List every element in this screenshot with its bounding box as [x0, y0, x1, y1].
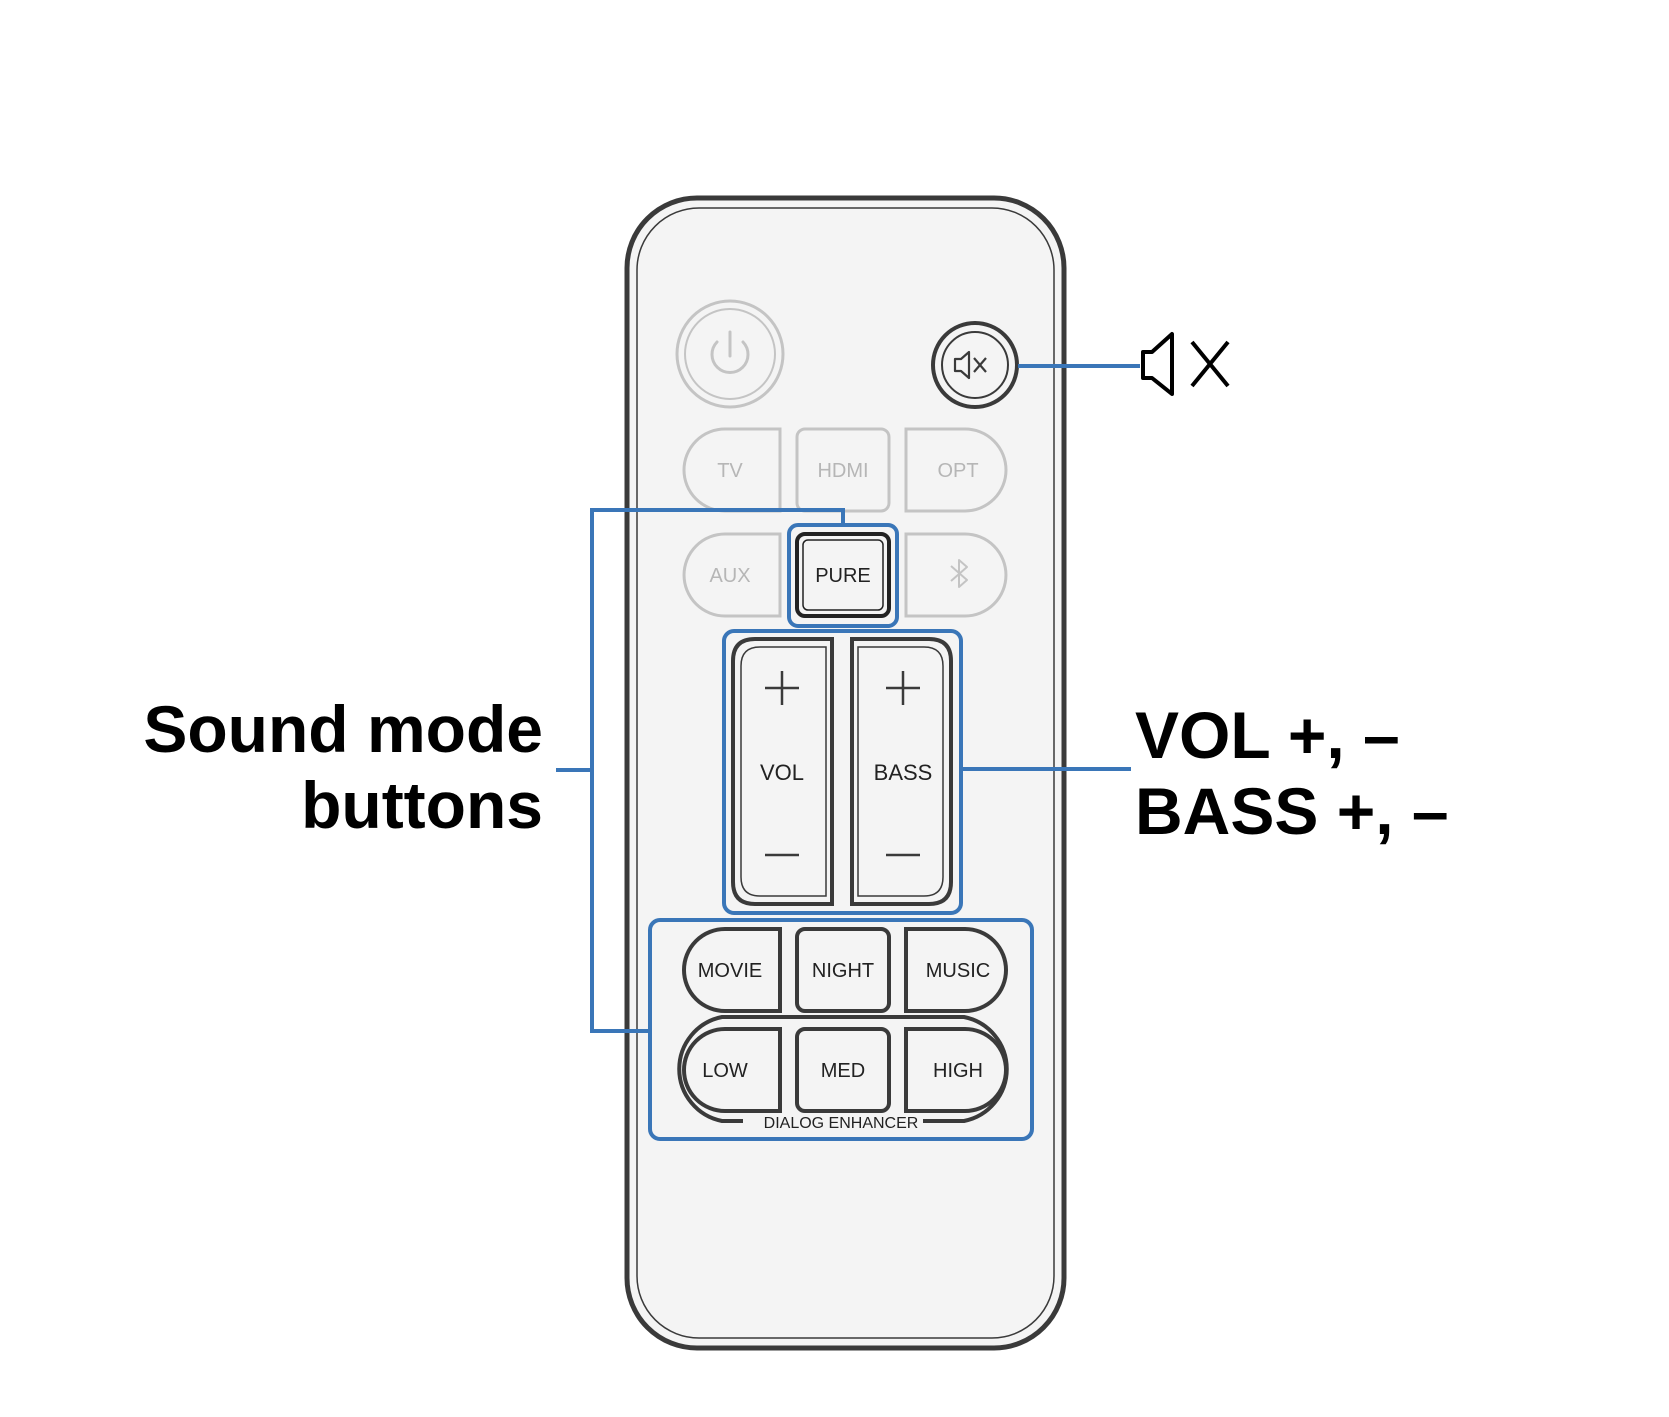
med-label: MED	[821, 1060, 865, 1082]
music-button[interactable]: MUSIC	[904, 927, 1008, 1013]
bluetooth-button[interactable]	[904, 532, 1008, 618]
mute-callout	[1018, 332, 1230, 396]
input-row-2: AUX PURE	[682, 532, 1008, 618]
low-button[interactable]: LOW	[682, 1027, 782, 1113]
bluetooth-icon	[950, 559, 968, 588]
night-button[interactable]: NIGHT	[795, 927, 891, 1013]
night-label: NIGHT	[812, 960, 874, 982]
mute-button[interactable]	[931, 321, 1019, 409]
mute-callout-icon	[1141, 332, 1230, 396]
dialog-enhancer-label: DIALOG ENHANCER	[764, 1115, 919, 1132]
hdmi-label: HDMI	[817, 460, 868, 482]
power-icon	[710, 330, 750, 374]
opt-label: OPT	[937, 460, 978, 482]
vol-bass-highlight	[722, 629, 963, 915]
aux-label: AUX	[709, 565, 750, 587]
dialog-enhancer-frame	[677, 1015, 1009, 1123]
aux-button[interactable]: AUX	[682, 532, 782, 618]
high-button[interactable]: HIGH	[904, 1027, 1008, 1113]
med-button[interactable]: MED	[795, 1027, 891, 1113]
pure-label: PURE	[815, 565, 871, 587]
mute-icon	[953, 350, 987, 380]
input-row-1: TV HDMI OPT	[682, 427, 1008, 513]
pure-button[interactable]: PURE	[795, 532, 891, 618]
vol-plus-icon[interactable]	[765, 671, 799, 705]
highlight-boxes	[648, 523, 1034, 1141]
sound-mode-callout-line2: buttons	[301, 768, 543, 842]
opt-button[interactable]: OPT	[904, 427, 1008, 513]
tv-label: TV	[717, 460, 743, 482]
high-label: HIGH	[933, 1060, 983, 1082]
vol-callout-line1: VOL +, –	[1135, 698, 1400, 772]
hdmi-button[interactable]: HDMI	[795, 427, 891, 513]
vol-label: VOL	[760, 760, 804, 785]
bass-plus-icon[interactable]	[886, 671, 920, 705]
tv-button[interactable]: TV	[682, 427, 782, 513]
sound-mode-callout-line1: Sound mode	[143, 692, 543, 766]
movie-button[interactable]: MOVIE	[682, 927, 782, 1013]
sound-mode-bracket	[556, 508, 845, 1033]
music-label: MUSIC	[926, 960, 990, 982]
bass-label: BASS	[874, 760, 933, 785]
vol-rocker[interactable]: VOL	[731, 637, 834, 906]
movie-label: MOVIE	[698, 960, 762, 982]
bass-rocker[interactable]: BASS	[850, 637, 953, 906]
power-button[interactable]	[675, 299, 785, 409]
low-label: LOW	[702, 1060, 748, 1082]
sound-mode-row: MOVIE NIGHT MUSIC	[682, 927, 1008, 1013]
dialog-enhancer-group: DIALOG ENHANCER LOW MED HIGH	[677, 1015, 1009, 1132]
vol-callout-line2: BASS +, –	[1135, 774, 1449, 848]
